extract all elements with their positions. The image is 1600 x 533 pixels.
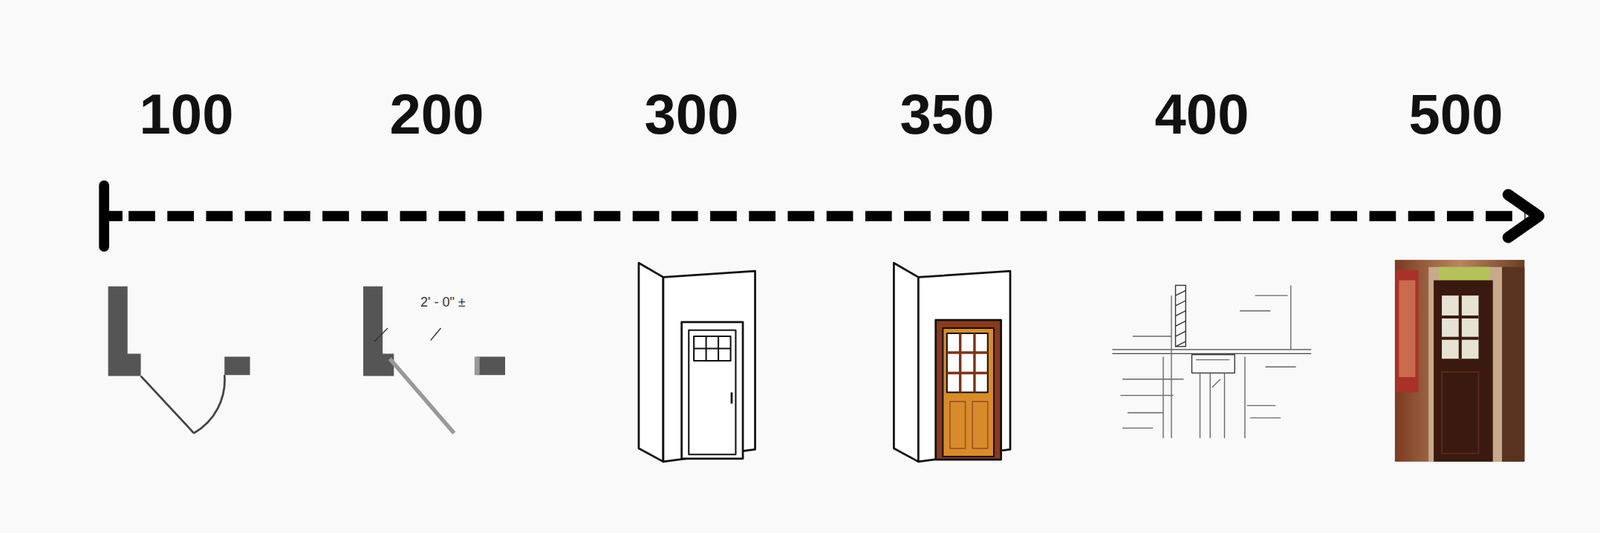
lod-level-number: 200: [389, 86, 485, 143]
door-photo: [1394, 259, 1525, 463]
construction-detail: [1111, 285, 1312, 439]
lod-level-number: 300: [644, 86, 740, 143]
door-3d-model: [893, 262, 1011, 463]
door-plan-symbol: [363, 286, 506, 434]
lod-level-number: 350: [900, 86, 995, 143]
lod-level-number: 500: [1409, 86, 1504, 143]
lod-level-number: 400: [1155, 86, 1250, 143]
lod-level-number: 100: [139, 86, 234, 143]
dimension-label: 2' - 0" ±: [420, 295, 466, 310]
timeline-arrow: [103, 185, 1539, 247]
door-plan-symbol: [108, 286, 251, 434]
door-3d-model: [638, 262, 756, 463]
